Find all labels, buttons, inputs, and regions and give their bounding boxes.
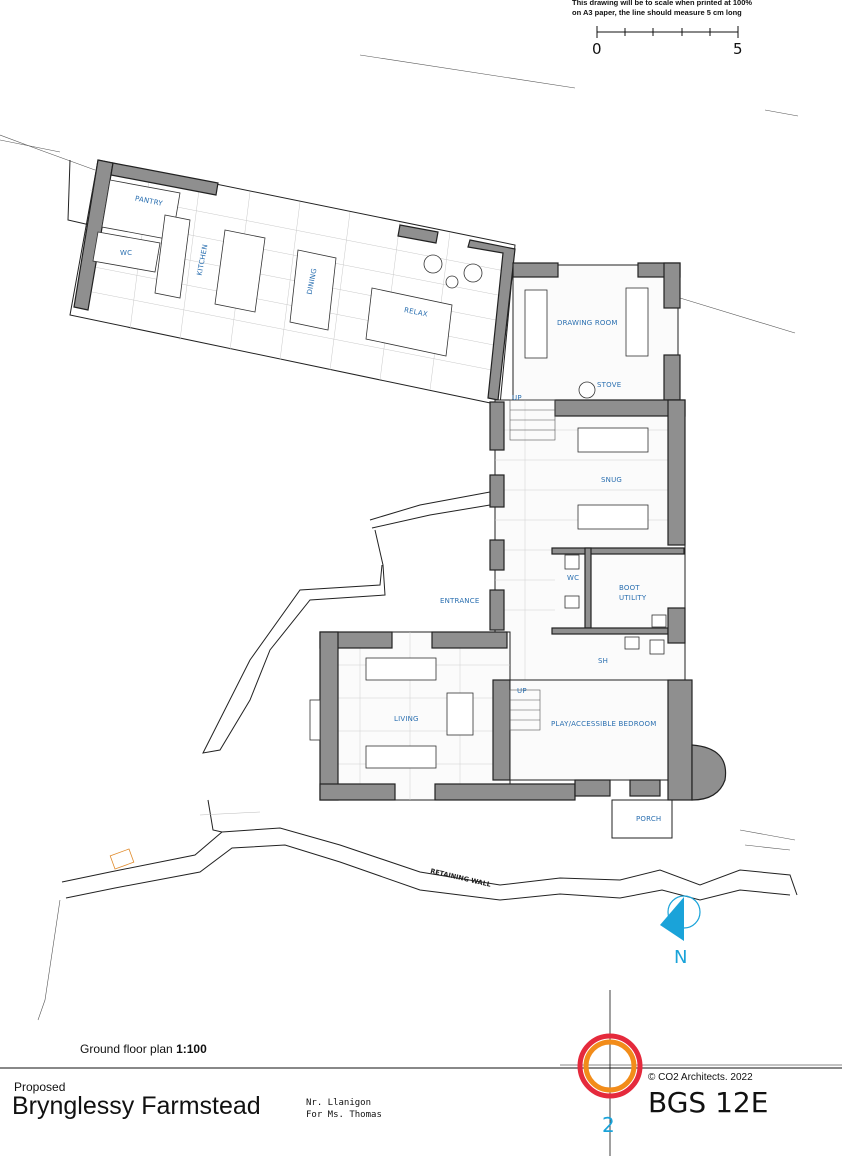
bedroom-block [509,679,727,839]
kitchen-wing [69,159,516,406]
label-play-bedroom: PLAY/ACCESSIBLE BEDROOM [551,720,656,728]
plan-title: Ground floor plan 1:100 [80,1042,207,1056]
north-label: N [674,947,688,968]
copyright: © CO2 Architects. 2022 [648,1072,753,1083]
label-up-north: UP [512,394,522,402]
central-block [489,399,686,681]
scale-note-line1: This drawing will be to scale when print… [572,0,753,7]
scale-start: 0 [592,40,602,58]
scale-note: This drawing will be to scale when print… [572,0,752,18]
project-title: Brynglessy Farmstead [12,1092,261,1120]
svg-text:2: 2 [602,1113,615,1137]
label-wc-north: WC [120,249,132,257]
label-retaining-wall: RETAINING WALL [429,867,491,889]
label-utility: UTILITY [619,594,647,602]
location-block: Nr. Llanigon For Ms. Thomas [306,1097,382,1121]
scale-note-line2: on A3 paper, the line should measure 5 c… [572,8,742,17]
co2-logo-icon: 2 [577,1033,643,1137]
label-stove: STOVE [597,381,621,389]
site-lines [0,54,799,1021]
scale-bar [596,26,739,38]
label-drawing-room: DRAWING ROOM [557,319,618,327]
plan-title-scale: 1:100 [176,1042,207,1056]
label-porch: PORCH [636,815,661,823]
plan-title-name: Ground floor plan [80,1042,173,1056]
drawing-room-block [512,262,681,401]
label-sh: SH [598,657,608,665]
living-block [309,631,576,801]
label-snug: SNUG [601,476,622,484]
north-arrow-icon [660,895,701,941]
label-entrance: ENTRANCE [440,597,479,605]
status-label: Proposed [14,1080,66,1094]
site-object [109,848,135,870]
title-block-lines [0,990,842,1156]
label-wc: WC [567,574,579,582]
drawing-code: BGS 12E [648,1086,769,1119]
label-up-south: UP [517,687,527,695]
label-living: LIVING [394,715,419,723]
label-kitchen: KITCHEN [196,244,210,277]
scale-end: 5 [733,40,743,58]
location-text: Nr. Llanigon [306,1098,372,1108]
client-text: For Ms. Thomas [306,1110,382,1120]
label-boot: BOOT [619,584,640,592]
